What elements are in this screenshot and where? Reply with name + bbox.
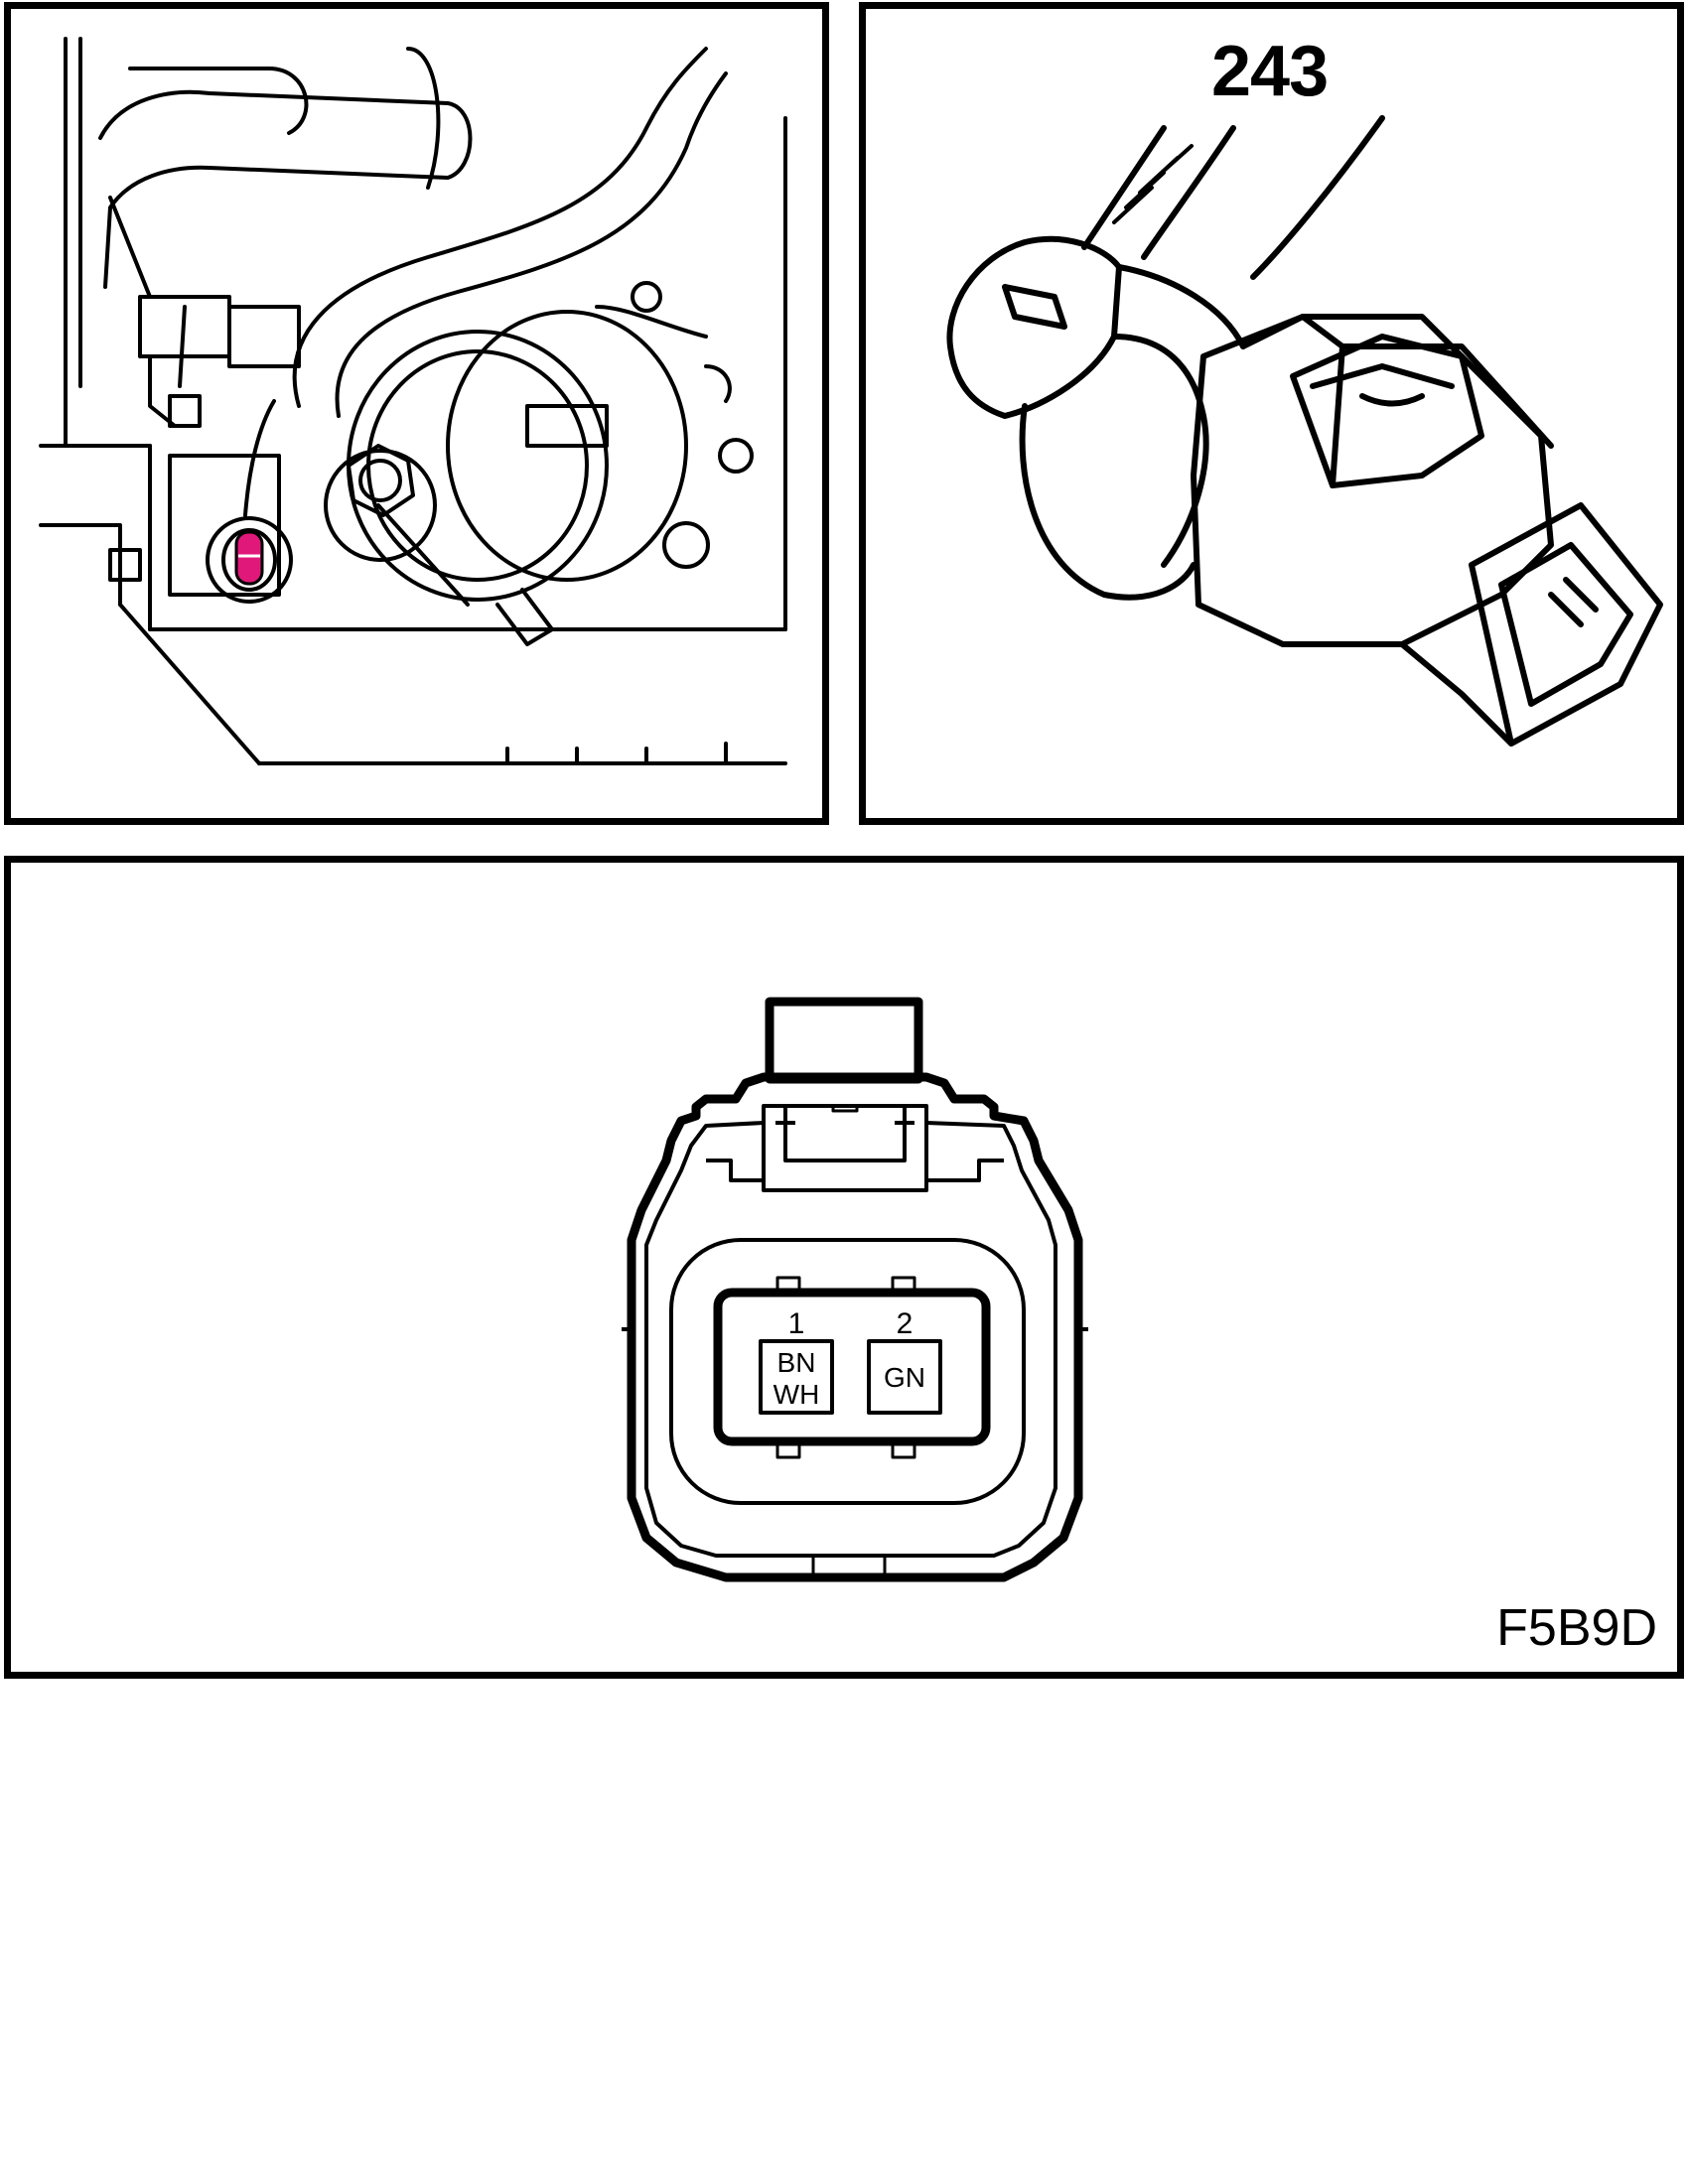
pin-number: 2 bbox=[897, 1307, 914, 1340]
pin-wire-color: WH bbox=[774, 1379, 820, 1410]
connector-face-icon: 1 2 BN WH GN bbox=[622, 997, 1088, 1582]
sensor-connector-illustration bbox=[946, 115, 1663, 747]
pin-wire-color: GN bbox=[884, 1362, 925, 1393]
pin-wire-color: BN bbox=[777, 1347, 816, 1378]
pin-number: 1 bbox=[788, 1307, 805, 1340]
engine-location-panel bbox=[4, 2, 829, 825]
reference-number: 243 bbox=[1211, 32, 1329, 111]
connector-illustration-panel: 243 bbox=[859, 2, 1684, 825]
diagram-id: F5B9D bbox=[1496, 1599, 1657, 1657]
engine-illustration bbox=[39, 37, 787, 765]
connector-face-panel: 1 2 BN WH GN F5B9D bbox=[4, 856, 1684, 1679]
sensor-highlight bbox=[234, 530, 264, 586]
